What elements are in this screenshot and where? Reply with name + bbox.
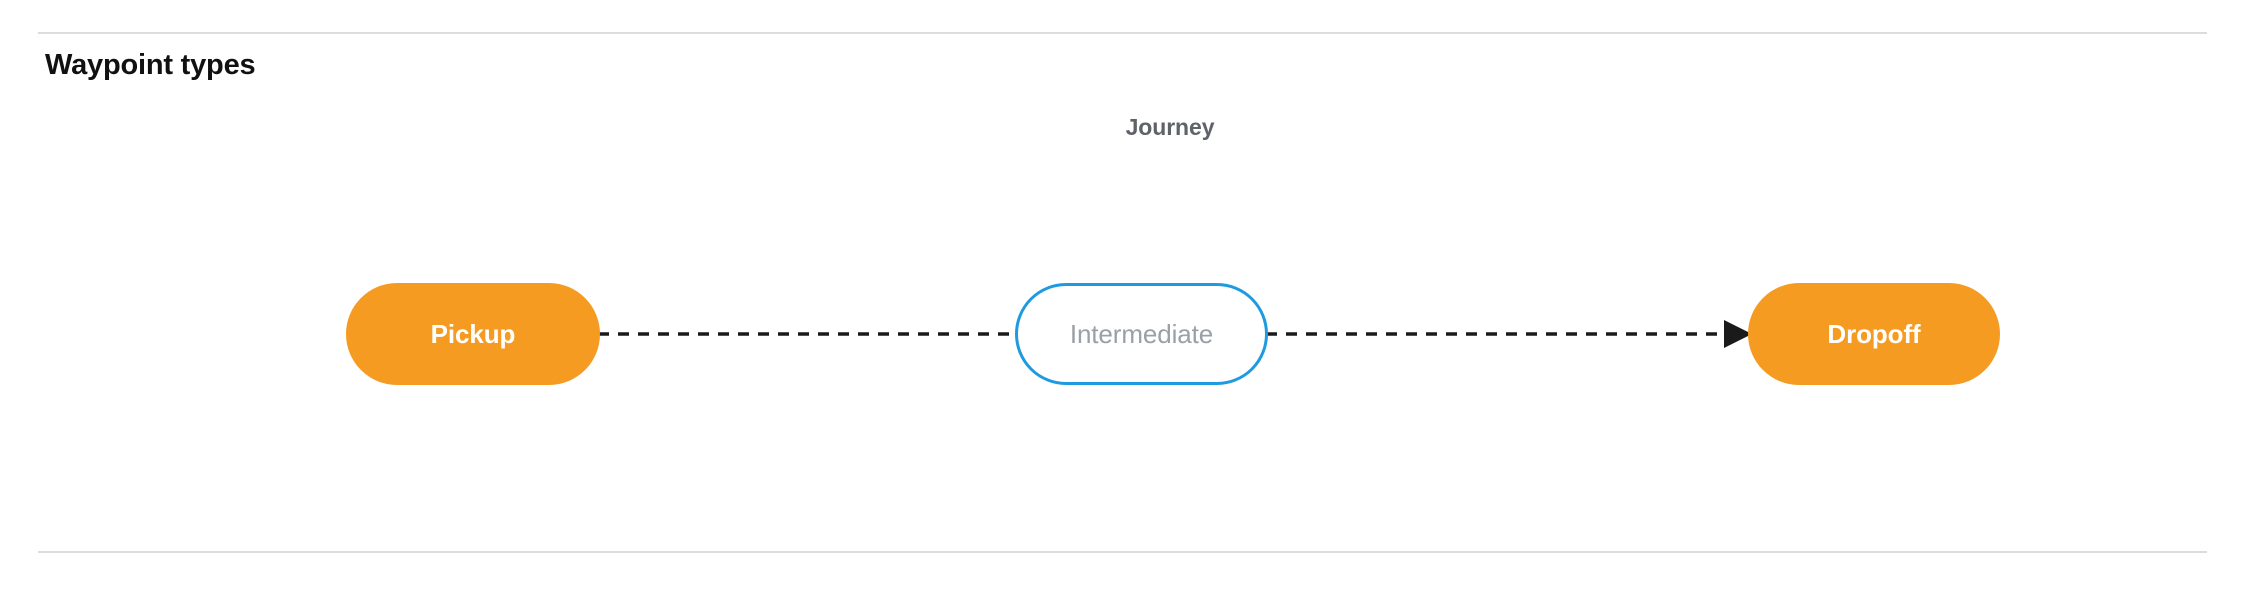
waypoint-node-dropoff[interactable]: Dropoff <box>1748 283 2000 385</box>
diagram-caption: Journey <box>1125 114 1215 140</box>
section-divider-bottom <box>38 551 2207 553</box>
waypoint-node-label: Pickup <box>430 319 516 349</box>
connector-pickup-to-intermediate <box>598 332 1018 336</box>
waypoint-node-label: Dropoff <box>1827 319 1921 349</box>
waypoint-node-label: Intermediate <box>1069 319 1214 349</box>
arrowhead-icon <box>1724 320 1752 348</box>
waypoint-node-intermediate[interactable]: Intermediate <box>1015 283 1268 385</box>
connector-intermediate-to-dropoff <box>1266 320 1752 348</box>
waypoint-node-pickup[interactable]: Pickup <box>346 283 600 385</box>
page-title: Waypoint types <box>45 49 256 81</box>
section-divider-top <box>38 32 2207 34</box>
